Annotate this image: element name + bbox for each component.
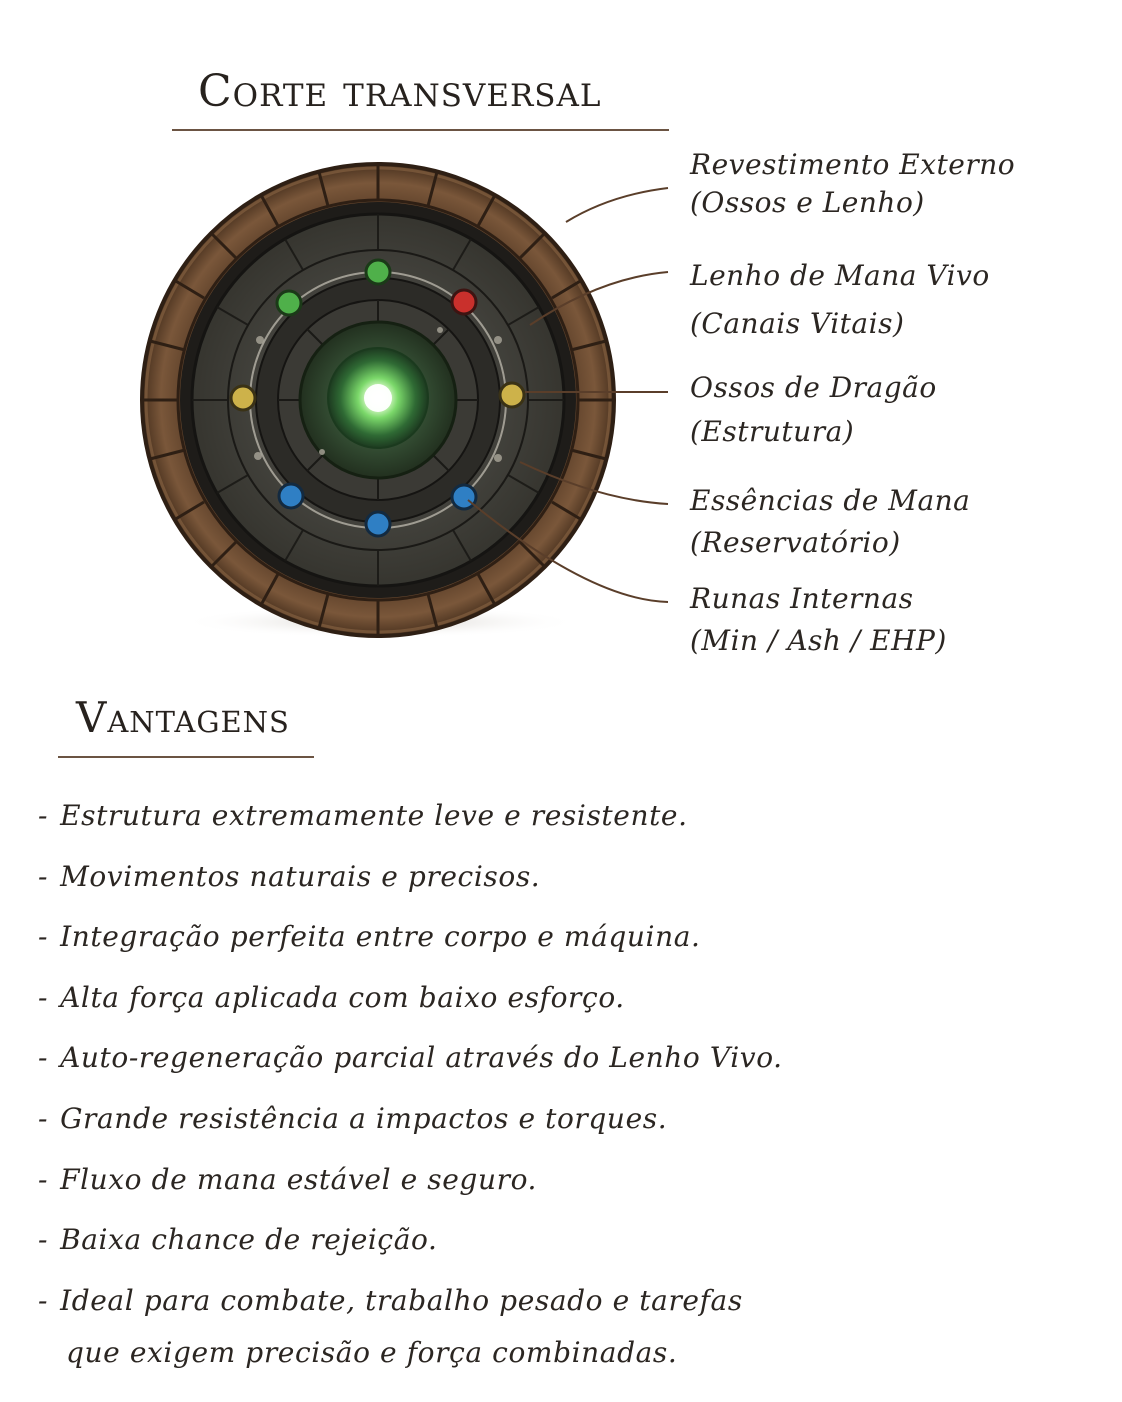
advantages-title-underline <box>58 756 314 758</box>
gem-green-left <box>275 289 303 317</box>
advantage-text: Estrutura extremamente leve e resistente… <box>60 799 688 832</box>
label-mana-wood: Lenho de Mana Vivo (Canais Vitais) <box>690 252 990 348</box>
advantage-item: -Integração perfeita entre corpo e máqui… <box>38 920 701 954</box>
leader-line-outer-casing <box>565 187 669 223</box>
cross-section-title-underline <box>172 129 669 131</box>
label-internal-runes: Runas Internas (Min / Ash / EHP) <box>690 578 947 662</box>
label-internal-runes-line2: (Min / Ash / EHP) <box>690 624 947 657</box>
leader-line-mana-wood <box>529 271 669 326</box>
advantage-item: -Baixa chance de rejeição. <box>38 1223 438 1257</box>
label-outer-casing: Revestimento Externo (Ossos e Lenho) <box>690 146 1015 222</box>
gem-blue-bottom <box>364 510 392 538</box>
label-dragon-bones: Ossos de Dragão (Estrutura) <box>690 366 937 454</box>
mana-essence-gems <box>229 258 526 538</box>
label-internal-runes-line1: Runas Internas <box>690 582 914 615</box>
label-mana-essences: Essências de Mana (Reservatório) <box>690 480 970 564</box>
label-mana-wood-line1: Lenho de Mana Vivo <box>690 259 990 292</box>
advantage-text: Integração perfeita entre corpo e máquin… <box>60 920 701 954</box>
leader-lines <box>467 187 669 603</box>
stone-block-divisions <box>192 214 564 586</box>
wood-plank-divisions <box>142 164 614 636</box>
advantage-item: -Grande resistência a impactos e torques… <box>38 1101 668 1135</box>
label-dragon-bones-line1: Ossos de Dragão <box>690 371 937 404</box>
advantage-item: -Fluxo de mana estável e seguro. <box>38 1162 538 1196</box>
advantages-list: -Estrutura extremamente leve e resistent… <box>38 786 783 1379</box>
label-outer-casing-line1: Revestimento Externo <box>690 148 1016 181</box>
label-dragon-bones-line2: (Estrutura) <box>690 415 855 448</box>
advantage-last-line2: que exigem precisão e força combinadas. <box>66 1335 678 1369</box>
cross-section-diagram <box>140 162 669 638</box>
advantage-item: -Alta força aplicada com baixo esforço. <box>38 980 625 1014</box>
advantage-last-line1: Ideal para combate, trabalho pesado e ta… <box>60 1283 743 1317</box>
advantage-text: Grande resistência a impactos e torques. <box>60 1101 668 1135</box>
label-mana-essences-line1: Essências de Mana <box>690 484 971 517</box>
label-mana-essences-line2: (Reservatório) <box>690 526 901 559</box>
gem-green-top <box>364 258 392 286</box>
advantage-item: -Movimentos naturais e precisos. <box>38 859 541 893</box>
label-outer-casing-line2: (Ossos e Lenho) <box>690 186 925 219</box>
cross-section-title: Corte transversal <box>198 66 602 117</box>
advantage-text: Baixa chance de rejeição. <box>60 1223 438 1257</box>
advantages-title: Vantagens <box>76 693 290 742</box>
advantage-text: Alta força aplicada com baixo esforço. <box>60 980 625 1014</box>
advantage-item: -Estrutura extremamente leve e resistent… <box>38 799 688 832</box>
label-mana-wood-line2: (Canais Vitais) <box>690 307 905 340</box>
gem-yellow-left <box>229 384 257 412</box>
advantage-item-last: -Ideal para combate, trabalho pesado e t… <box>38 1275 783 1379</box>
advantage-item: -Auto-regeneração parcial através do Len… <box>38 1041 783 1075</box>
gem-red <box>450 288 478 316</box>
leader-line-mana-essences <box>519 461 669 505</box>
advantage-text: Fluxo de mana estável e seguro. <box>60 1162 538 1196</box>
internal-runes <box>254 327 502 462</box>
gem-yellow-right <box>498 381 526 409</box>
leader-line-internal-runes <box>467 499 669 603</box>
gem-blue-right <box>450 483 478 511</box>
advantage-text: Movimentos naturais e precisos. <box>60 859 541 893</box>
advantage-text: Auto-regeneração parcial através do Lenh… <box>60 1041 783 1075</box>
gem-blue-left <box>277 482 305 510</box>
